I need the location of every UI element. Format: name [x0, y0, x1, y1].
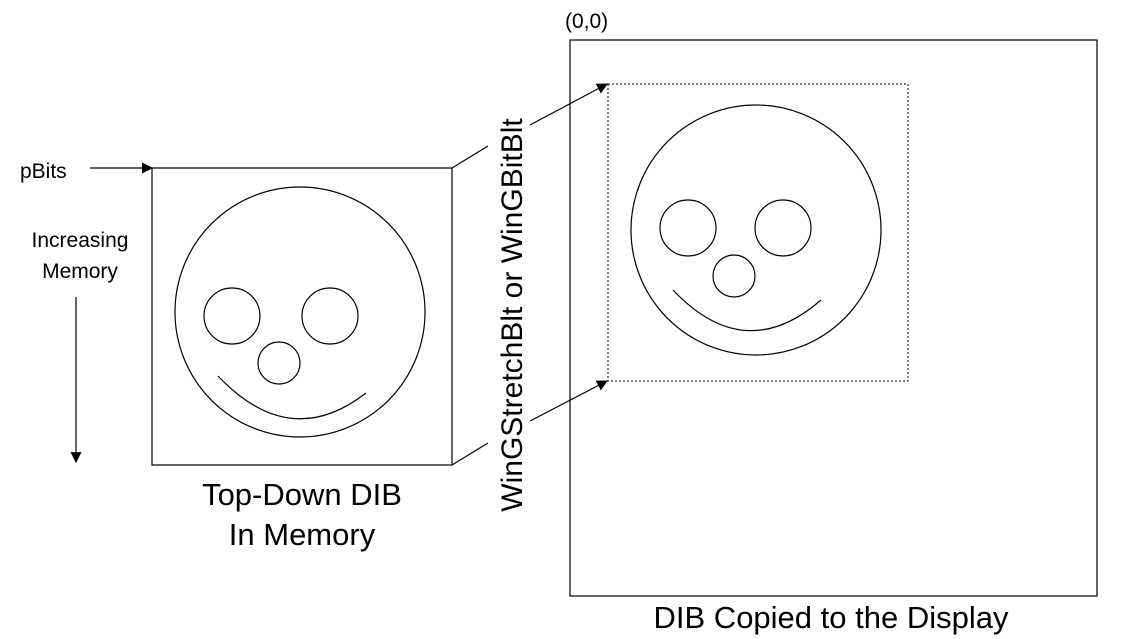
memory-right-eye — [301, 287, 359, 345]
display-nose — [712, 254, 756, 298]
top-blit-arrow — [529, 83, 608, 126]
memory-left-eye — [203, 287, 261, 345]
memory-nose — [257, 341, 301, 385]
increasing-memory-label-line2: Memory — [42, 260, 118, 283]
display-frame — [569, 39, 1098, 597]
blit-functions-label: WinGStretchBlt or WinGBitBlt — [496, 118, 529, 512]
display-left-eye — [659, 199, 717, 257]
memory-dib — [151, 167, 453, 466]
memory-dib-frame — [151, 167, 453, 466]
display-caption: DIB Copied to the Display — [654, 600, 1009, 635]
bottom-connector — [451, 442, 489, 466]
pbits-label: pBits — [20, 160, 67, 183]
bottom-blit-arrow — [529, 380, 608, 422]
top-connector — [451, 145, 489, 169]
increasing-memory-label-line1: Increasing — [32, 229, 129, 252]
memory-mouth — [217, 375, 367, 420]
origin-label: (0,0) — [565, 10, 608, 33]
display-surface — [569, 39, 1098, 597]
memory-face-outline — [174, 186, 426, 438]
copied-region — [607, 83, 909, 382]
memory-dib-caption-line2: In Memory — [229, 517, 376, 552]
display-right-eye — [754, 199, 812, 257]
display-mouth — [672, 289, 822, 332]
memory-dib-caption-line1: Top-Down DIB — [202, 477, 402, 512]
display-face-outline — [630, 104, 882, 356]
